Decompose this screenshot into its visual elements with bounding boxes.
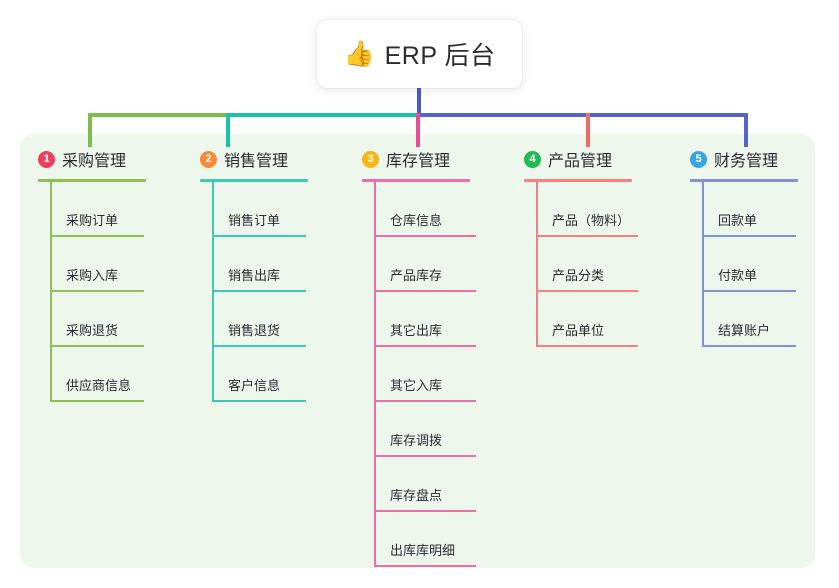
branch-underline-2 — [200, 179, 308, 182]
branch-badge-2: 2 — [200, 150, 217, 168]
list-item-label: 出库库明细 — [390, 543, 456, 558]
list-item-label: 产品（物料） — [552, 213, 631, 228]
diagram-panel — [20, 134, 815, 568]
root-trunk-connector — [417, 85, 421, 115]
list-item-label: 销售退货 — [228, 323, 281, 338]
list-item[interactable]: 库存盘点 — [376, 457, 476, 512]
branch-title-1: 采购管理 — [62, 153, 127, 170]
list-item[interactable]: 其它入库 — [376, 347, 476, 402]
branch-underline-1 — [38, 179, 146, 182]
list-item-label: 产品分类 — [552, 268, 605, 283]
root-node[interactable]: 👍 ERP 后台 — [317, 20, 522, 88]
list-item-label: 销售出库 — [228, 268, 281, 283]
branch-items-1: 采购订单 采购入库 采购退货 供应商信息 — [50, 182, 188, 402]
list-item-label: 销售订单 — [228, 213, 281, 228]
branch-header-3[interactable]: 3 库存管理 — [362, 146, 512, 172]
list-item[interactable]: 回款单 — [704, 182, 796, 237]
list-item[interactable]: 其它出库 — [376, 292, 476, 347]
list-item[interactable]: 采购订单 — [52, 182, 144, 237]
list-item[interactable]: 出库库明细 — [376, 512, 476, 567]
branch-column-3: 3 库存管理 仓库信息 产品库存 其它出库 其它入库 库存调拨 库存盘点 出库库… — [362, 146, 512, 567]
branch-items-2: 销售订单 销售出库 销售退货 客户信息 — [212, 182, 350, 402]
branch-title-4: 产品管理 — [548, 153, 613, 170]
list-item-label: 客户信息 — [228, 378, 281, 393]
list-item[interactable]: 产品（物料） — [538, 182, 638, 237]
branch-badge-5: 5 — [690, 150, 707, 168]
bus-segment-1 — [88, 113, 228, 117]
branch-badge-3: 3 — [362, 150, 379, 168]
list-item[interactable]: 采购退货 — [52, 292, 144, 347]
list-item[interactable]: 产品库存 — [376, 237, 476, 292]
list-item-label: 库存调拨 — [390, 433, 443, 448]
list-item-label: 供应商信息 — [66, 378, 132, 393]
branch-header-4[interactable]: 4 产品管理 — [524, 146, 684, 172]
list-item[interactable]: 客户信息 — [214, 347, 306, 402]
list-item-label: 其它入库 — [390, 378, 443, 393]
bus-segment-2 — [226, 113, 418, 117]
branch-header-5[interactable]: 5 财务管理 — [690, 146, 839, 172]
branch-drop-2 — [226, 113, 230, 147]
branch-badge-1: 1 — [38, 150, 55, 168]
thumbs-up-icon: 👍 — [343, 39, 375, 68]
list-item[interactable]: 产品分类 — [538, 237, 638, 292]
list-item-label: 库存盘点 — [390, 488, 443, 503]
list-item[interactable]: 销售订单 — [214, 182, 306, 237]
branch-badge-4: 4 — [524, 150, 541, 168]
branch-underline-5 — [690, 179, 798, 182]
list-item-label: 产品库存 — [390, 268, 443, 283]
list-item[interactable]: 付款单 — [704, 237, 796, 292]
branch-drop-1 — [88, 113, 92, 147]
branch-header-2[interactable]: 2 销售管理 — [200, 146, 350, 172]
bus-segment-3 — [416, 113, 746, 117]
branch-header-1[interactable]: 1 采购管理 — [38, 146, 188, 172]
list-item[interactable]: 销售出库 — [214, 237, 306, 292]
list-item-label: 采购入库 — [66, 268, 119, 283]
list-item[interactable]: 库存调拨 — [376, 402, 476, 457]
list-item-label: 产品单位 — [552, 323, 605, 338]
branch-column-5: 5 财务管理 回款单 付款单 结算账户 — [690, 146, 839, 347]
branch-column-1: 1 采购管理 采购订单 采购入库 采购退货 供应商信息 — [38, 146, 188, 402]
list-item-label: 采购订单 — [66, 213, 119, 228]
branch-column-2: 2 销售管理 销售订单 销售出库 销售退货 客户信息 — [200, 146, 350, 402]
branch-items-5: 回款单 付款单 结算账户 — [702, 182, 839, 347]
root-node-title: ERP 后台 — [384, 42, 496, 70]
branch-underline-4 — [524, 179, 632, 182]
branch-title-3: 库存管理 — [386, 153, 451, 170]
branch-title-5: 财务管理 — [714, 153, 779, 170]
list-item[interactable]: 采购入库 — [52, 237, 144, 292]
list-item[interactable]: 销售退货 — [214, 292, 306, 347]
branch-items-3: 仓库信息 产品库存 其它出库 其它入库 库存调拨 库存盘点 出库库明细 — [374, 182, 512, 567]
list-item-label: 结算账户 — [718, 323, 771, 338]
list-item-label: 采购退货 — [66, 323, 119, 338]
branch-title-2: 销售管理 — [224, 153, 289, 170]
branch-items-4: 产品（物料） 产品分类 产品单位 — [536, 182, 684, 347]
list-item-label: 仓库信息 — [390, 213, 443, 228]
list-item-label: 回款单 — [718, 213, 758, 228]
list-item[interactable]: 产品单位 — [538, 292, 638, 347]
branch-drop-5 — [744, 113, 748, 147]
list-item-label: 付款单 — [718, 268, 758, 283]
branch-drop-3 — [416, 113, 420, 147]
branch-underline-3 — [362, 179, 470, 182]
branch-drop-4 — [586, 113, 590, 147]
list-item[interactable]: 供应商信息 — [52, 347, 144, 402]
list-item[interactable]: 结算账户 — [704, 292, 796, 347]
list-item-label: 其它出库 — [390, 323, 443, 338]
branch-column-4: 4 产品管理 产品（物料） 产品分类 产品单位 — [524, 146, 684, 347]
list-item[interactable]: 仓库信息 — [376, 182, 476, 237]
